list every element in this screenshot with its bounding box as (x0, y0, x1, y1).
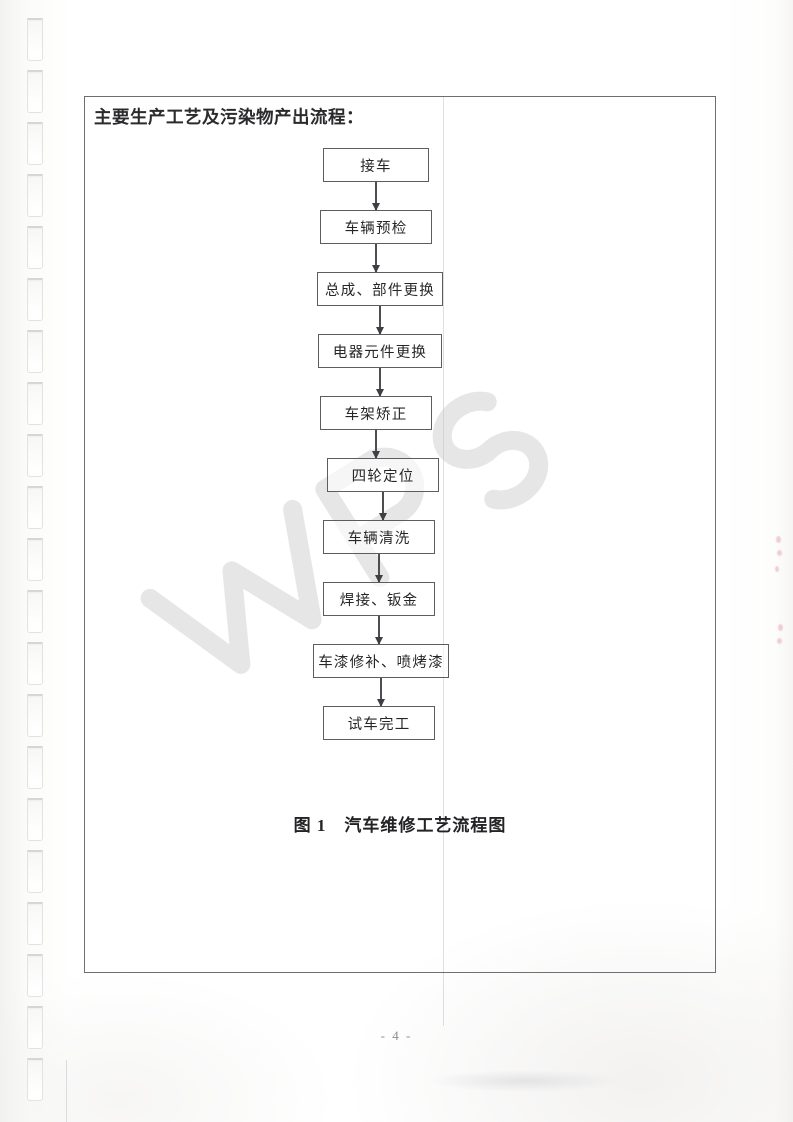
flow-node-n9: 车漆修补、喷烤漆 (313, 644, 449, 678)
page-title: 主要生产工艺及污染物产出流程： (94, 107, 364, 127)
flow-node-n8: 焊接、钣金 (323, 582, 435, 616)
binding-hole (27, 590, 43, 633)
scan-artifact-mark (778, 624, 783, 631)
flow-node-n2: 车辆预检 (320, 210, 432, 244)
document-border-frame (84, 96, 716, 973)
scan-artifact-mark (775, 566, 779, 572)
figure-caption: 图 1 汽车维修工艺流程图 (84, 811, 716, 836)
binding-hole (27, 746, 43, 789)
flow-node-n6: 四轮定位 (327, 458, 439, 492)
scan-fold-line-bottom (66, 1060, 67, 1122)
flow-arrow-n6-to-n7 (382, 492, 384, 520)
flow-arrow-n4-to-n5 (379, 368, 381, 396)
figure-title: 汽车维修工艺流程图 (344, 816, 507, 835)
binding-hole (27, 382, 43, 425)
flow-arrow-n7-to-n8 (378, 554, 380, 582)
flow-arrow-n3-to-n4 (379, 306, 381, 334)
scan-fold-line (443, 96, 444, 1026)
binding-hole (27, 330, 43, 373)
flow-node-n3: 总成、部件更换 (317, 272, 443, 306)
figure-label: 图 1 (293, 816, 327, 835)
flow-node-n1: 接车 (323, 148, 429, 182)
flow-node-n7: 车辆清洗 (323, 520, 435, 554)
binding-hole (27, 850, 43, 893)
flow-node-n4: 电器元件更换 (318, 334, 442, 368)
binding-hole (27, 486, 43, 529)
binding-hole (27, 798, 43, 841)
binding-hole (27, 1006, 43, 1049)
binding-hole (27, 278, 43, 321)
flow-node-n5: 车架矫正 (320, 396, 432, 430)
scan-artifact-mark (777, 550, 782, 556)
flow-arrow-n9-to-n10 (380, 678, 382, 706)
binding-hole (27, 954, 43, 997)
binding-hole (27, 642, 43, 685)
binding-hole (27, 1058, 43, 1101)
binding-hole (27, 122, 43, 165)
scan-artifact-mark (776, 536, 781, 543)
binding-hole (27, 174, 43, 217)
scan-artifact-mark (777, 638, 782, 644)
flow-arrow-n5-to-n6 (375, 430, 377, 458)
flow-arrow-n8-to-n9 (378, 616, 380, 644)
process-flowchart: 接车车辆预检总成、部件更换电器元件更换车架矫正四轮定位车辆清洗焊接、钣金车漆修补… (84, 96, 716, 973)
binding-hole (27, 226, 43, 269)
binding-hole (27, 70, 43, 113)
binding-hole (27, 538, 43, 581)
binding-hole (27, 18, 43, 61)
flow-node-n10: 试车完工 (323, 706, 435, 740)
flow-arrow-n1-to-n2 (375, 182, 377, 210)
binding-hole (27, 434, 43, 477)
flow-arrow-n2-to-n3 (375, 244, 377, 272)
binding-hole (27, 694, 43, 737)
binding-hole (27, 902, 43, 945)
page-number: - 4 - (380, 1028, 413, 1043)
